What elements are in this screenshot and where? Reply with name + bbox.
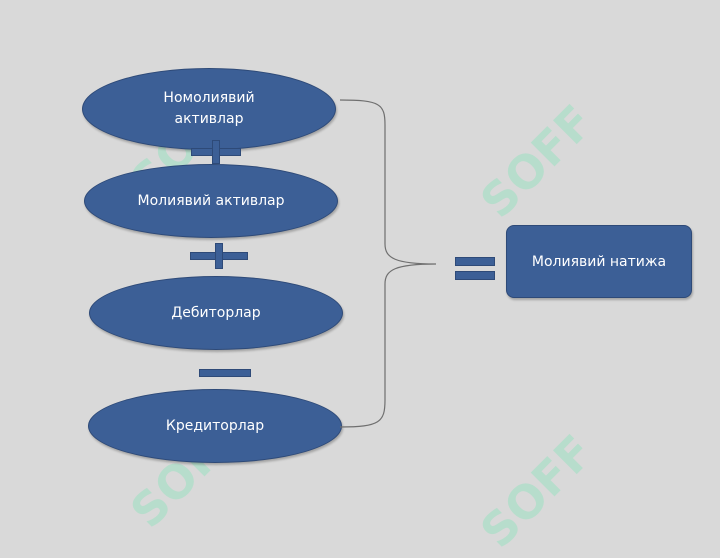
plus-operator — [190, 243, 248, 269]
equals-bottom-bar — [455, 271, 495, 280]
right-brace — [339, 99, 437, 428]
brace-connector — [339, 99, 437, 428]
financial-assets-label: Молиявий активлар — [137, 192, 285, 209]
non-financial-assets-ellipse: Номолиявий активлар — [82, 68, 336, 150]
non-financial-assets-label: Номолиявий активлар — [163, 90, 255, 127]
plus-vertical-bar — [215, 243, 223, 269]
equals-operator — [455, 257, 495, 281]
plus-operator — [191, 140, 241, 164]
equals-top-bar — [455, 257, 495, 266]
financial-assets-ellipse: Молиявий активлар — [84, 164, 338, 238]
plus-vertical-bar — [212, 140, 220, 164]
financial-result-box: Молиявий натижа — [506, 225, 692, 298]
diagram-canvas: SOFF SOFF SOFF SOFF Номолиявий активлар … — [82, 68, 692, 558]
minus-operator — [199, 369, 251, 377]
financial-result-label: Молиявий натижа — [531, 253, 667, 270]
creditors-ellipse: Кредиторлар — [88, 389, 342, 463]
creditors-label: Кредиторлар — [165, 417, 265, 434]
debtors-label: Дебиторлар — [171, 304, 261, 321]
debtors-ellipse: Дебиторлар — [89, 276, 343, 350]
